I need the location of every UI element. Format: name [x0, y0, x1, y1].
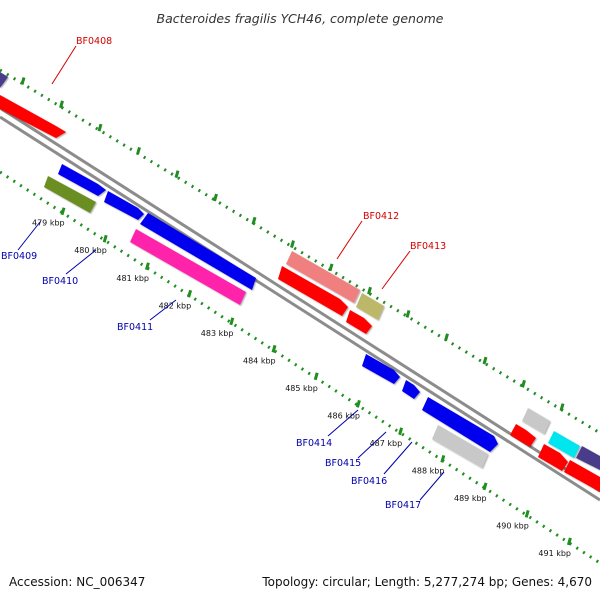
- backbone-line-bottom: [0, 115, 600, 502]
- outer-ruler-line: [0, 68, 600, 435]
- leader-bf0412: [336, 220, 363, 260]
- kbp-label: 487 kbp: [370, 439, 403, 448]
- gene-slate-right[interactable]: [576, 446, 600, 470]
- gene-label-bf0417[interactable]: BF0417: [385, 500, 421, 511]
- outer-tick: [367, 286, 372, 295]
- kbp-label-group: 479 kbp 480 kbp 481 kbp 482 kbp 483 kbp 484 k…: [32, 219, 571, 558]
- gene-label-bf0411[interactable]: BF0411: [117, 322, 153, 333]
- gene-slate-top-left[interactable]: [0, 72, 8, 88]
- kbp-label: 481 kbp: [116, 274, 149, 283]
- kbp-label: 489 kbp: [454, 494, 487, 503]
- kbp-label: 486 kbp: [327, 411, 360, 420]
- outer-tick: [136, 146, 141, 155]
- inner-ruler-ticks: [60, 207, 572, 546]
- outer-tick: [559, 403, 565, 412]
- outer-ruler-ticks: [20, 77, 565, 412]
- outer-tick: [290, 240, 295, 248]
- inner-tick: [144, 262, 150, 271]
- leader-bf0416: [383, 441, 413, 475]
- kbp-label: 491 kbp: [538, 549, 571, 558]
- inner-tick: [187, 289, 193, 298]
- gene-red-right-3[interactable]: [564, 460, 600, 492]
- leader-bf0415: [357, 431, 387, 459]
- outer-tick: [328, 263, 334, 272]
- backbone-line-top: [0, 106, 600, 493]
- gene-bf0416-arrow[interactable]: [422, 397, 498, 452]
- kbp-label: 488 kbp: [412, 466, 445, 475]
- inner-tick: [398, 427, 404, 436]
- gene-red-right-1[interactable]: [510, 424, 536, 447]
- gene-olive-block[interactable]: [44, 176, 96, 213]
- gene-label-bf0408[interactable]: BF0408: [76, 36, 112, 47]
- gene-red-right-2[interactable]: [538, 444, 568, 471]
- outer-tick: [213, 193, 218, 202]
- outer-tick: [251, 216, 257, 225]
- inner-tick: [566, 537, 572, 546]
- gene-label-bf0412[interactable]: BF0412: [363, 211, 399, 222]
- leader-bf0408: [51, 45, 77, 85]
- outer-tick: [20, 77, 26, 85]
- gene-bf0417-grey[interactable]: [432, 425, 488, 468]
- gene-label-bf0413[interactable]: BF0413: [410, 241, 446, 252]
- leader-bf0414: [327, 409, 359, 437]
- kbp-label: 480 kbp: [74, 246, 107, 255]
- gene-label-bf0410[interactable]: BF0410: [42, 276, 78, 287]
- gene-red-top-mid-1[interactable]: [278, 266, 348, 316]
- inner-tick: [482, 482, 488, 491]
- inner-tick: [313, 372, 319, 381]
- gene-bf0411-blue-arrow[interactable]: [140, 213, 256, 290]
- gene-cyan-right[interactable]: [548, 431, 580, 458]
- gene-pink-block[interactable]: [130, 229, 246, 305]
- leader-lines: [17, 45, 445, 501]
- outer-tick: [59, 100, 64, 109]
- gene-bf0409-arrow[interactable]: [58, 164, 106, 196]
- gene-bf0412-salmon[interactable]: [286, 251, 360, 303]
- inner-ruler-line: [0, 170, 600, 565]
- outer-tick: [482, 356, 488, 365]
- inner-tick: [524, 509, 530, 518]
- leader-bf0413: [381, 250, 411, 290]
- kbp-label: 490 kbp: [496, 521, 529, 530]
- gene-red-top-mid-2[interactable]: [346, 310, 372, 334]
- inner-tick: [60, 207, 66, 216]
- gene-label-bf0416[interactable]: BF0416: [351, 476, 387, 487]
- inner-tick: [102, 234, 108, 243]
- leader-bf0411: [149, 299, 177, 321]
- kbp-label: 485 kbp: [285, 384, 318, 393]
- leader-bf0409: [17, 221, 41, 251]
- kbp-label: 479 kbp: [32, 219, 65, 228]
- leader-bf0417: [419, 471, 445, 501]
- kbp-label: 482 kbp: [159, 301, 192, 310]
- gene-bf0414-arrow[interactable]: [362, 354, 400, 384]
- inner-tick: [229, 317, 235, 326]
- gene-bf0410-arrow[interactable]: [104, 191, 144, 220]
- inner-tick: [440, 454, 446, 463]
- gene-bf0413-khaki[interactable]: [356, 293, 384, 320]
- genome-summary-text: Topology: circular; Length: 5,277,274 bp…: [261, 575, 592, 589]
- gene-label-bf0414[interactable]: BF0414: [296, 438, 332, 449]
- kbp-label: 483 kbp: [201, 329, 234, 338]
- outer-tick: [521, 379, 526, 388]
- outer-tick: [405, 310, 411, 318]
- outer-tick: [444, 333, 449, 342]
- kbp-label: 484 kbp: [243, 356, 276, 365]
- gene-label-bf0415[interactable]: BF0415: [325, 458, 361, 469]
- leader-bf0410: [65, 249, 97, 275]
- outer-tick: [97, 123, 103, 132]
- inner-tick: [355, 399, 361, 408]
- gene-label-bf0409[interactable]: BF0409: [1, 251, 37, 262]
- accession-text: Accession: NC_006347: [9, 575, 145, 589]
- inner-tick: [271, 344, 277, 353]
- gene-bf0408-arrow[interactable]: [0, 95, 66, 138]
- gene-bf0415-arrow[interactable]: [402, 380, 420, 399]
- outer-tick: [174, 170, 180, 179]
- map-title: Bacteroides fragilis YCH46, complete gen…: [157, 11, 444, 26]
- gene-grey-right[interactable]: [522, 408, 550, 434]
